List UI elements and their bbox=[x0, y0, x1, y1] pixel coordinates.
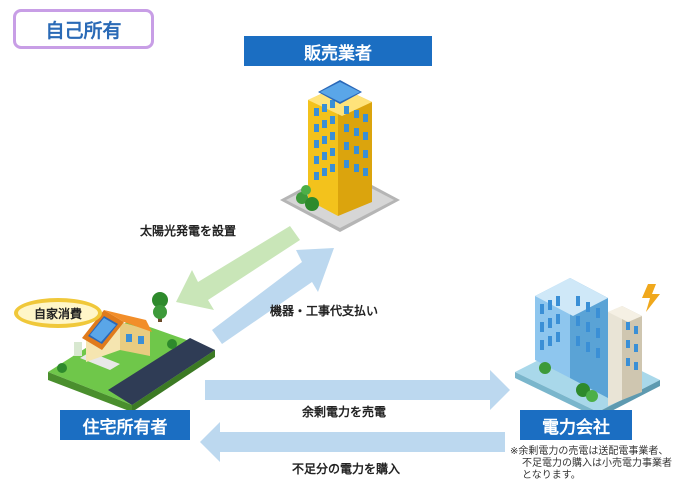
install-caption: 太陽光発電を設置 bbox=[140, 224, 237, 238]
sell-surplus-arrow bbox=[205, 370, 510, 410]
payment-arrow bbox=[212, 248, 334, 344]
utility-building-illustration bbox=[515, 278, 660, 418]
footnote-line-3: となります。 bbox=[522, 470, 581, 481]
buy-shortfall-caption: 不足分の電力を購入 bbox=[292, 462, 401, 476]
seller-building-illustration bbox=[280, 80, 400, 232]
owner-label: 住宅所有者 bbox=[60, 410, 190, 440]
install-arrow bbox=[176, 226, 300, 310]
buy-shortfall-arrow bbox=[200, 422, 505, 462]
utility-label: 電力会社 bbox=[520, 410, 632, 440]
seller-label: 販売業者 bbox=[244, 36, 432, 66]
payment-caption: 機器・工事代支払い bbox=[270, 304, 379, 318]
footnote-line-2: 不足電力の購入は小売電力事業者 bbox=[522, 458, 672, 469]
self-consumption-badge: 自家消費 bbox=[14, 298, 102, 328]
ownership-title: 自己所有 bbox=[13, 9, 154, 49]
sell-surplus-caption: 余剰電力を売電 bbox=[302, 405, 387, 419]
footnote-line-1: ※余剰電力の売電は送配電事業者、 bbox=[510, 446, 669, 457]
house-illustration bbox=[48, 292, 215, 412]
